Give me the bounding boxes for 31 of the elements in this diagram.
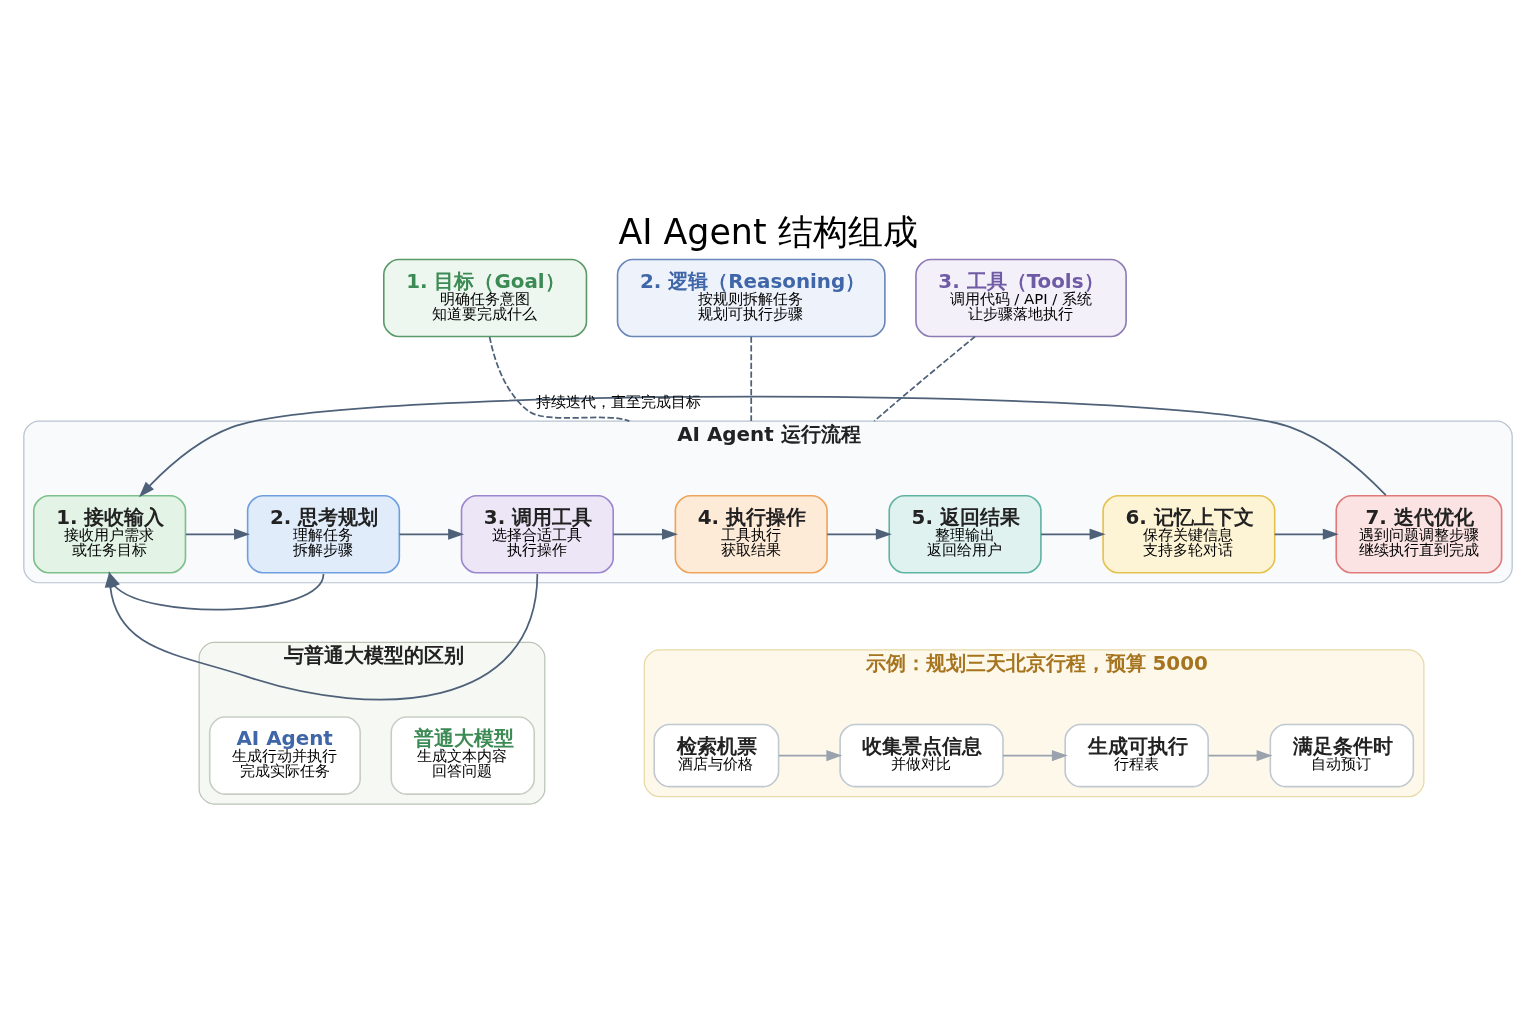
node-box: 2. 思考规划 理解任务 拆解步骤 [246,494,401,574]
arrow [1207,749,1273,761]
node-box: 3. 调用工具 选择合适工具 执行操作 [460,494,614,574]
arrow [1273,528,1339,540]
node-box: 1. 接收输入 接收用户需求 或任务目标 [32,494,187,574]
node-box: 检索机票 酒店与价格 [653,723,780,787]
arrow [398,528,465,540]
node-box: 6. 记忆上下文 保存关键信息 支持多轮对话 [1102,494,1276,574]
node-box: 3. 工具（Tools） 调用代码 / API / 系统 让步骤落地执行 [915,258,1127,337]
arrow [108,571,325,610]
connector [488,335,631,422]
node-box: 1. 目标（Goal） 明确任务意图 知道要完成什么 [383,258,588,337]
node-box: 5. 返回结果 整理输出 返回给用户 [888,494,1042,574]
node-box: 普通大模型 生成文本内容 回答问题 [390,715,536,795]
arrow [185,528,250,540]
arrow [826,528,892,540]
node-box: 7. 迭代优化 遇到问题调整步骤 继续执行直到完成 [1335,494,1503,574]
arrow [778,749,843,761]
arrow [1002,749,1068,761]
node-box: 2. 逻辑（Reasoning） 按规则拆解任务 规划可执行步骤 [616,258,886,337]
diagram-title: AI Agent 结构组成 [618,211,918,252]
node-box: 生成可执行 行程表 [1064,723,1209,787]
node-box: 4. 执行操作 工具执行 获取结果 [674,494,828,574]
node-box: 收集景点信息 并做对比 [839,723,1004,787]
node-box: AI Agent 生成行动并执行 完成实际任务 [208,715,361,795]
arrow [1040,528,1106,540]
connector [750,335,753,422]
node-box: 满足条件时 自动预订 [1269,723,1415,787]
connector [873,335,976,422]
arrow [612,528,678,540]
arrow [138,395,1387,497]
